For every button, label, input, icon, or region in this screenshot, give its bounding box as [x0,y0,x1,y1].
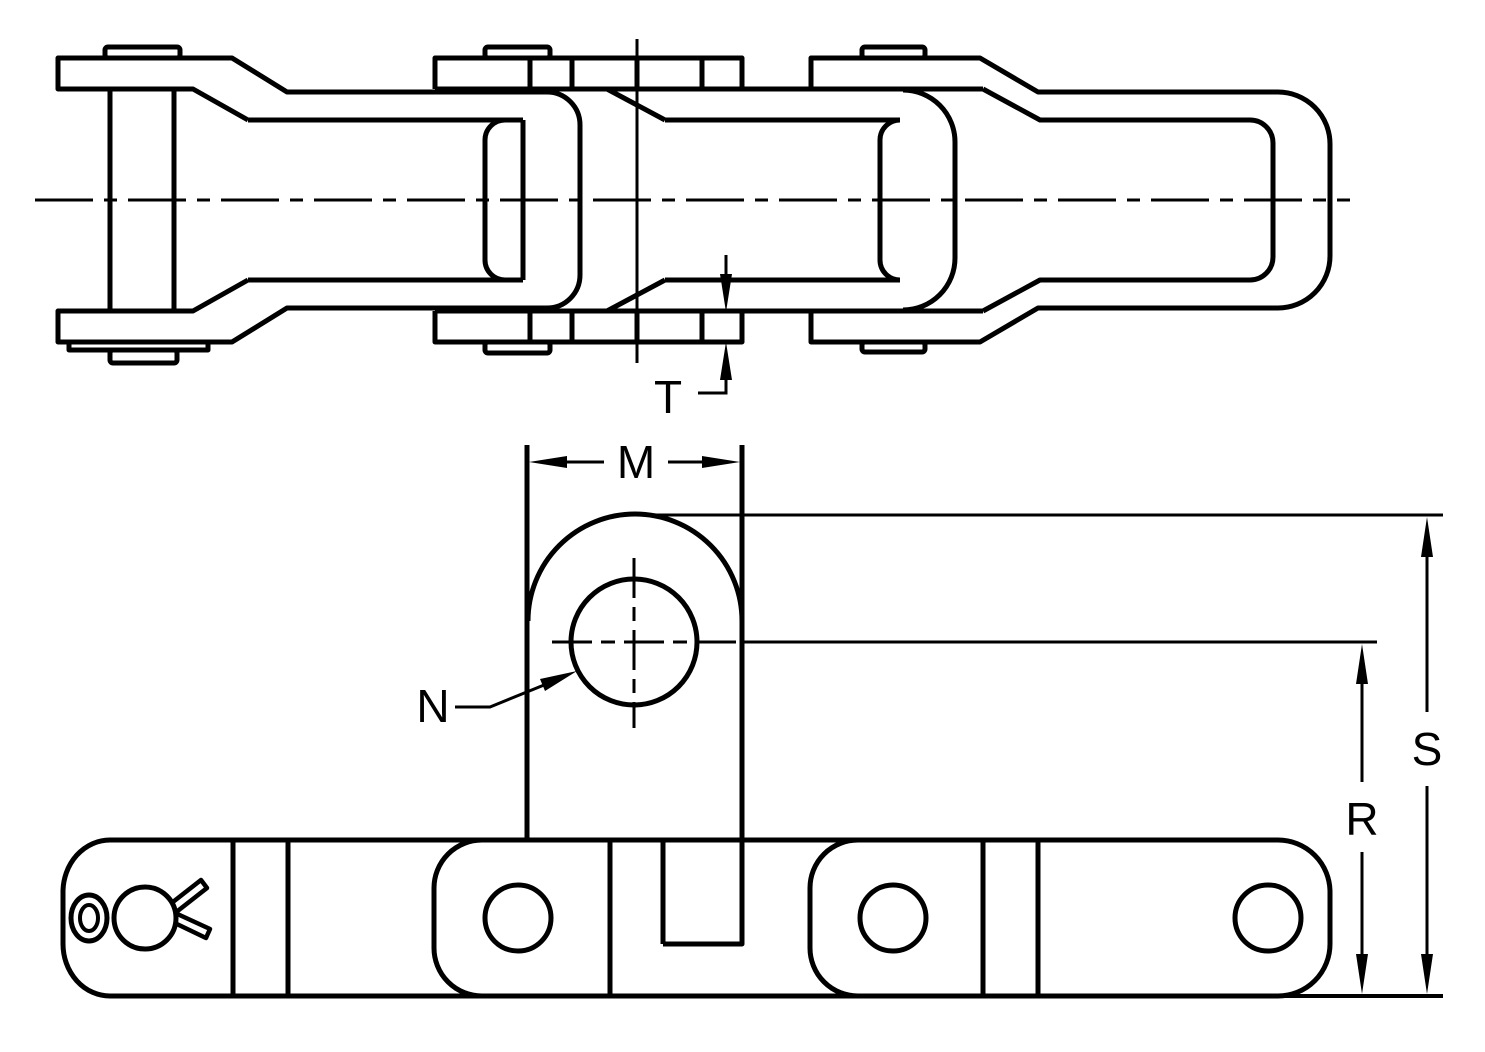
dimension-t [698,255,732,395]
side-view [60,445,1333,999]
pin1-head-tab [102,44,183,61]
plate-boundaries [230,840,1041,996]
pin-hole-2 [857,882,929,954]
lug-hole-centerlines [552,558,740,728]
dimension-n [455,671,577,709]
link2-barrel-end [902,87,958,313]
dimension-r [1356,644,1368,994]
pin2-head-tab-bottom [482,339,553,356]
dimension-s [1421,517,1433,994]
pin2-head-tab-top [482,44,553,61]
plate-b-bottom-band [432,311,745,345]
attachment-lug [524,445,745,947]
plan-view [55,44,1333,366]
cotter-pin [68,877,213,952]
cotter-eye-inner [78,903,100,933]
pin3-head-tab-bottom [859,339,928,355]
cotter-head [111,884,179,952]
dimension-m [529,456,740,468]
plate-c-outline [808,55,1333,345]
inner-edge-lines [435,86,983,314]
plate-end-arc-2 [807,837,859,999]
plate-end-arc-1 [431,837,483,999]
extension-lines [640,513,1443,998]
dim-label-s: S [1412,723,1443,775]
pin3-head-tab-top [859,44,928,61]
dim-label-n: N [416,680,449,732]
chain-bar-outline [60,837,1333,999]
dim-label-t: T [654,371,682,423]
plate-b-top-band [432,55,745,89]
pin1-cotter-cap [107,347,180,366]
pin-hole-1 [482,882,554,954]
link-a-barrel [248,117,526,283]
dim-label-m: M [617,436,655,488]
pin-hole-3 [1232,882,1304,954]
plan-centerlines [35,39,1350,363]
dim-label-r: R [1345,793,1378,845]
